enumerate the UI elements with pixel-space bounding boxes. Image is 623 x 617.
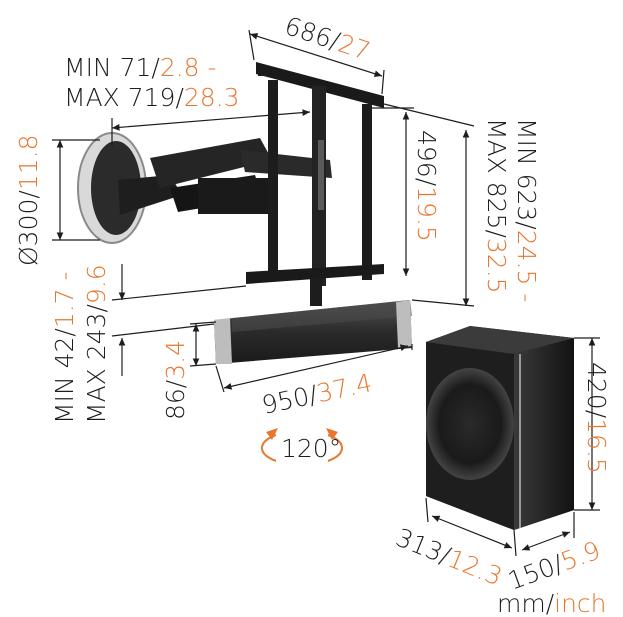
rotation-arrows-icon xyxy=(261,425,343,471)
dimension-lines xyxy=(52,29,600,557)
dim-sub-depth: 313/12.3 xyxy=(392,523,507,592)
dim-bar-offset-min: MIN 42/1.7 - xyxy=(50,271,79,424)
dim-top-width: 686/27 xyxy=(281,11,374,66)
dim-vesa-height: 496/19.5 xyxy=(412,130,441,242)
swing-arm xyxy=(118,138,332,215)
rotation-label: 120° xyxy=(281,434,341,463)
soundbar xyxy=(214,300,412,364)
dim-soundbar-height: 86/3.4 xyxy=(161,340,190,420)
subwoofer xyxy=(426,326,574,530)
dim-bar-offset-max: MAX 243/9.6 xyxy=(82,264,111,424)
dim-arm-depth-min: MIN 71/2.8 - xyxy=(64,53,217,82)
dim-arm-depth-max: MAX 719/28.3 xyxy=(64,83,240,112)
dim-wall-plate: Ø300/11.8 xyxy=(14,135,43,267)
dim-sub-width: 150/5.9 xyxy=(504,536,604,596)
dim-total-height-max: MAX 825/32.5 xyxy=(482,118,511,294)
dim-sub-height: 420/16.5 xyxy=(582,362,611,474)
dim-total-height-min: MIN 623/24.5 - xyxy=(512,118,541,302)
units-legend: mm/inch xyxy=(497,589,607,617)
